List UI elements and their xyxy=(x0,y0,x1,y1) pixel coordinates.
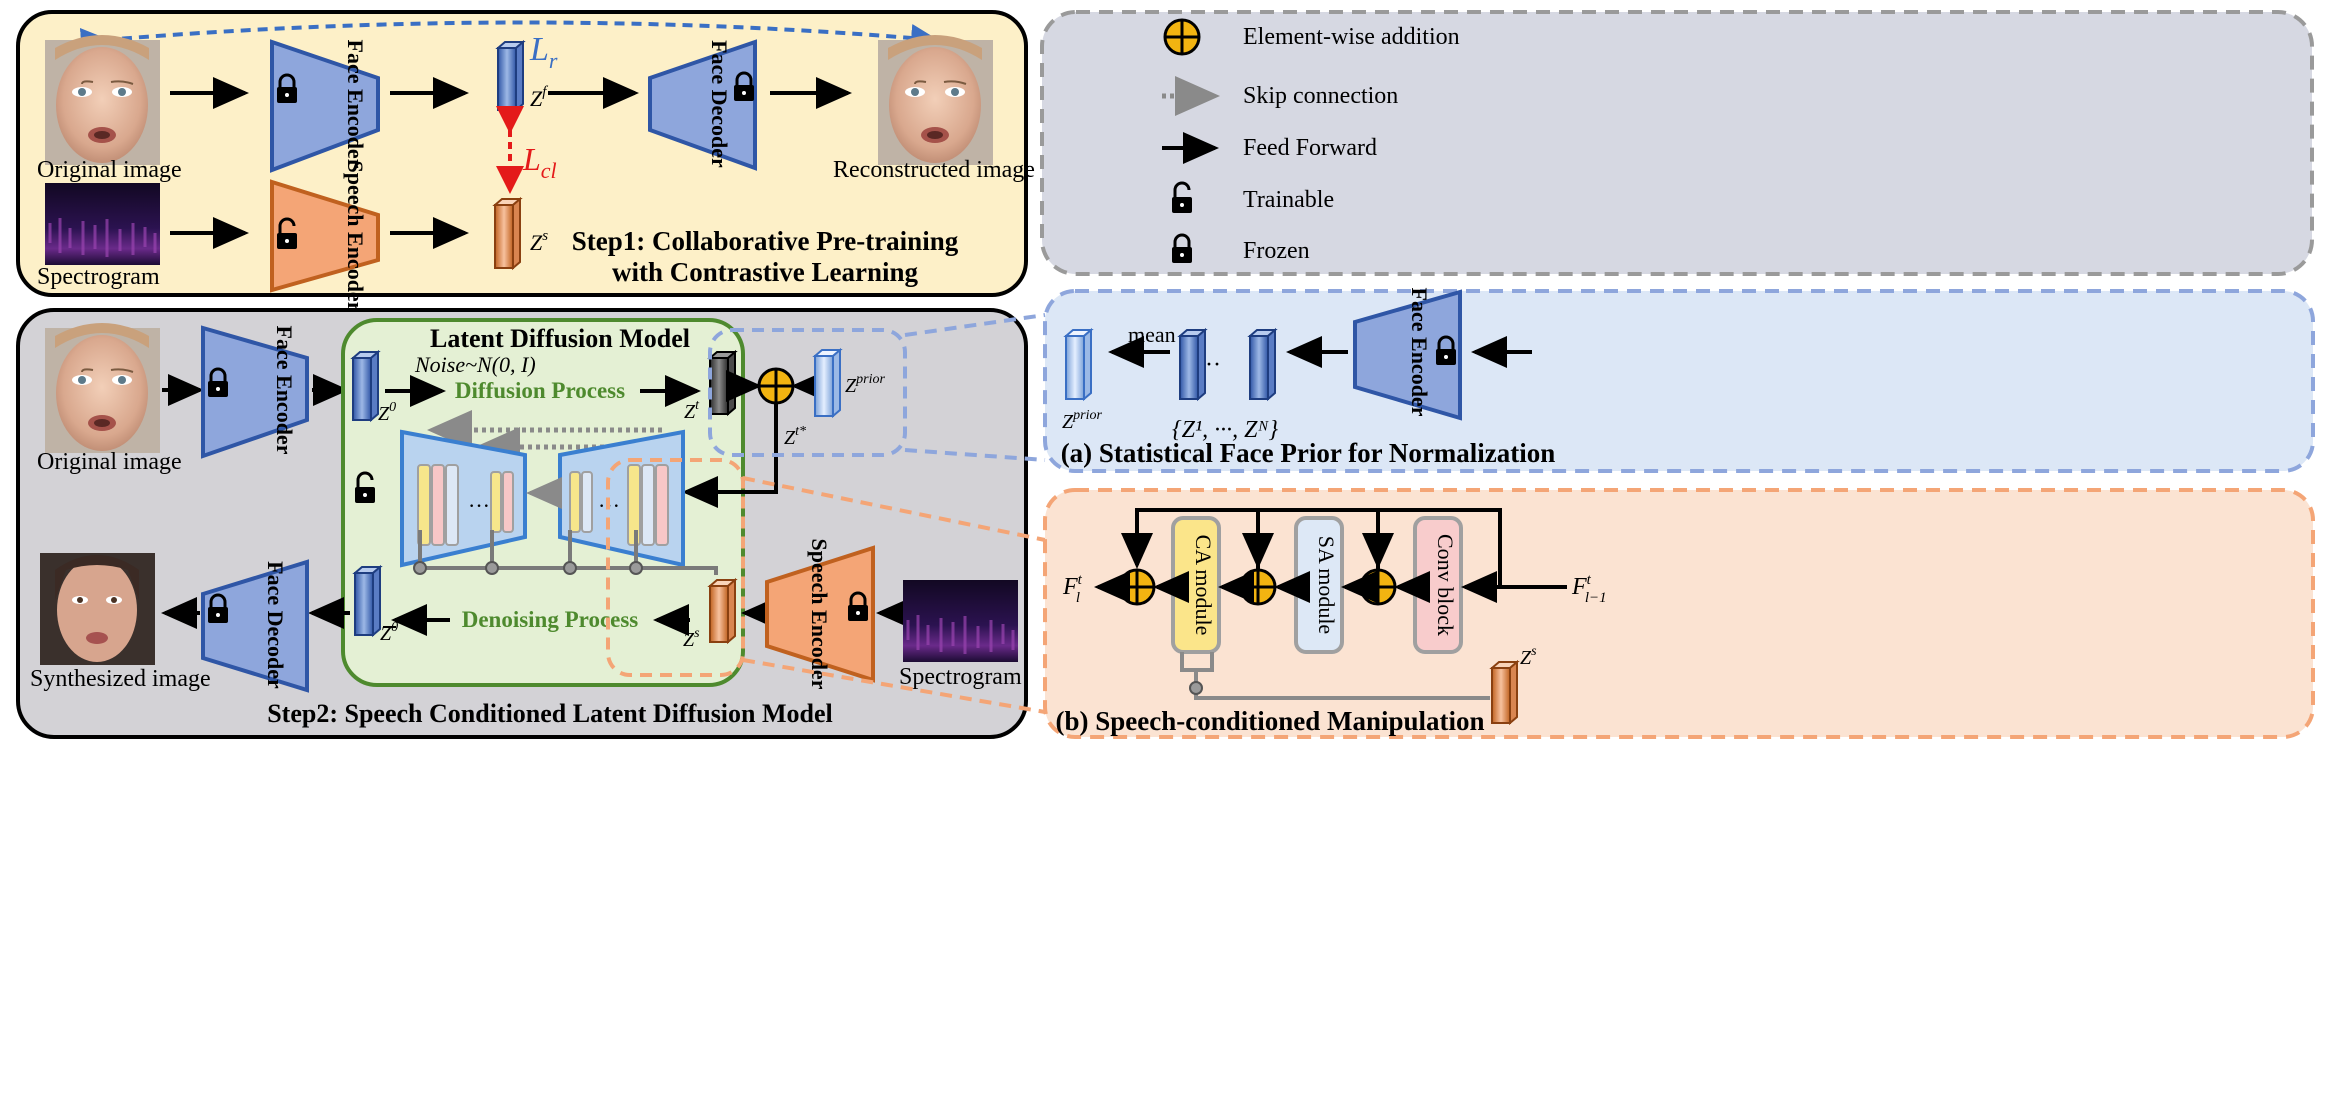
loss-r-label: Lr xyxy=(529,31,558,73)
face-decoder-label: Face Decoder xyxy=(707,40,732,168)
latent-bar-zn xyxy=(1247,327,1278,402)
panel-a-title: (a) Statistical Face Prior for Normaliza… xyxy=(1061,438,1556,468)
zs-latent-bar xyxy=(492,196,523,271)
face-encoder-label: Face Encoder xyxy=(272,326,297,455)
zs-latent-bar-panel-b xyxy=(1489,659,1520,726)
face-decoder-step2: Face Decoder xyxy=(201,559,309,693)
element-wise-addition-icon xyxy=(1239,568,1277,606)
zprior-label: Zprior xyxy=(845,372,885,397)
spectrogram-step1 xyxy=(43,181,162,267)
face-decoder-step1: Face Decoder xyxy=(648,39,757,171)
face-encoder-step1: Face Encoder xyxy=(270,39,380,173)
legend-item-feedforward: Feed Forward xyxy=(1243,135,1377,161)
unet-encoder xyxy=(400,429,527,568)
conv-block: Conv block xyxy=(1413,516,1463,654)
zt-star-label: Zt* xyxy=(784,424,806,449)
unet-decoder xyxy=(558,429,685,568)
ca-module: CA module xyxy=(1171,516,1221,654)
reconstruction-loss-arrow xyxy=(79,20,939,56)
legend-item-skip: Skip connection xyxy=(1243,83,1398,109)
diffusion-process-label: Diffusion Process xyxy=(455,378,625,403)
z0-label: Z0 xyxy=(378,400,396,425)
sa-module-label: SA module xyxy=(1314,536,1339,634)
face-decoder-label: Face Decoder xyxy=(263,561,288,689)
condition-lines xyxy=(418,530,718,575)
zs-label: Zs xyxy=(530,228,548,255)
zf-label: Zf xyxy=(530,84,548,111)
speech-encoder-label: Speech Encoder xyxy=(807,539,832,690)
zprior-latent-bar xyxy=(812,347,843,419)
ellipsis: ··· xyxy=(468,493,490,518)
zhat0-latent-bar xyxy=(352,564,383,638)
original-image-step2 xyxy=(44,322,161,454)
face-encoder-step2: Face Encoder xyxy=(201,325,309,459)
spectrogram-label: Spectrogram xyxy=(37,264,160,290)
reconstructed-image-label: Reconstructed image xyxy=(833,157,1035,183)
face-encoder-label: Face Encoder xyxy=(1407,288,1432,417)
ca-module-label: CA module xyxy=(1191,535,1216,636)
zprior-latent-bar xyxy=(1063,327,1094,402)
reconstructed-image xyxy=(877,34,994,166)
noise-label: Noise~N(0, I) xyxy=(414,352,536,377)
zs-latent-bar xyxy=(707,577,738,645)
element-wise-addition-icon xyxy=(1359,568,1397,606)
synthesized-image xyxy=(40,553,155,665)
denoising-process-label: Denoising Process xyxy=(462,607,639,632)
legend-item-trainable: Trainable xyxy=(1243,187,1334,213)
speech-encoder-step1: Speech Encoder xyxy=(270,161,380,312)
step2-title: Step2: Speech Conditioned Latent Diffusi… xyxy=(267,699,833,728)
synthesized-image-label: Synthesized image xyxy=(30,666,211,692)
element-wise-addition-icon xyxy=(757,367,795,405)
legend-item-frozen: Frozen xyxy=(1243,238,1310,264)
panel-b-title: (b) Speech-conditioned Manipulation xyxy=(1055,706,1484,736)
mean-label: mean xyxy=(1128,322,1176,347)
original-image-label: Original image xyxy=(37,157,182,183)
speech-encoder-label: Speech Encoder xyxy=(343,161,368,312)
latent-bar-z1 xyxy=(1177,327,1208,402)
original-image-step1 xyxy=(44,34,161,166)
zs-label: Zs xyxy=(1520,644,1537,669)
ldm-title: Latent Diffusion Model xyxy=(430,324,690,353)
legend-item-addition: Element-wise addition xyxy=(1243,24,1460,50)
original-image-label: Original image xyxy=(37,449,182,475)
face-encoder-panel-a: Face Encoder xyxy=(1353,288,1462,421)
face-encoder-label: Face Encoder xyxy=(343,40,368,169)
zt-latent-bar xyxy=(707,349,738,417)
step1-title-line1: Step1: Collaborative Pre-training xyxy=(572,226,959,256)
zt-label: Zt xyxy=(684,398,700,423)
element-wise-addition-icon xyxy=(1163,18,1201,56)
spectrogram-label: Spectrogram xyxy=(899,664,1022,690)
loss-cl-label: Lcl xyxy=(522,141,557,183)
step1-title-line2: with Contrastive Learning xyxy=(612,257,918,287)
sa-module: SA module xyxy=(1294,516,1344,654)
latent-set-label: {Z¹, ···, Zᴺ} xyxy=(1172,417,1279,443)
z0-latent-bar xyxy=(350,349,381,423)
spectrogram-step2 xyxy=(901,578,1020,664)
element-wise-addition-icon xyxy=(1118,568,1156,606)
legend-panel xyxy=(1040,10,2314,276)
zf-latent-bar xyxy=(495,39,526,113)
conv-block-label: Conv block xyxy=(1433,534,1458,636)
speech-encoder-step2: Speech Encoder xyxy=(765,539,875,690)
zprior-label: Zprior xyxy=(1062,408,1102,433)
zs-label: Zs xyxy=(683,626,700,651)
